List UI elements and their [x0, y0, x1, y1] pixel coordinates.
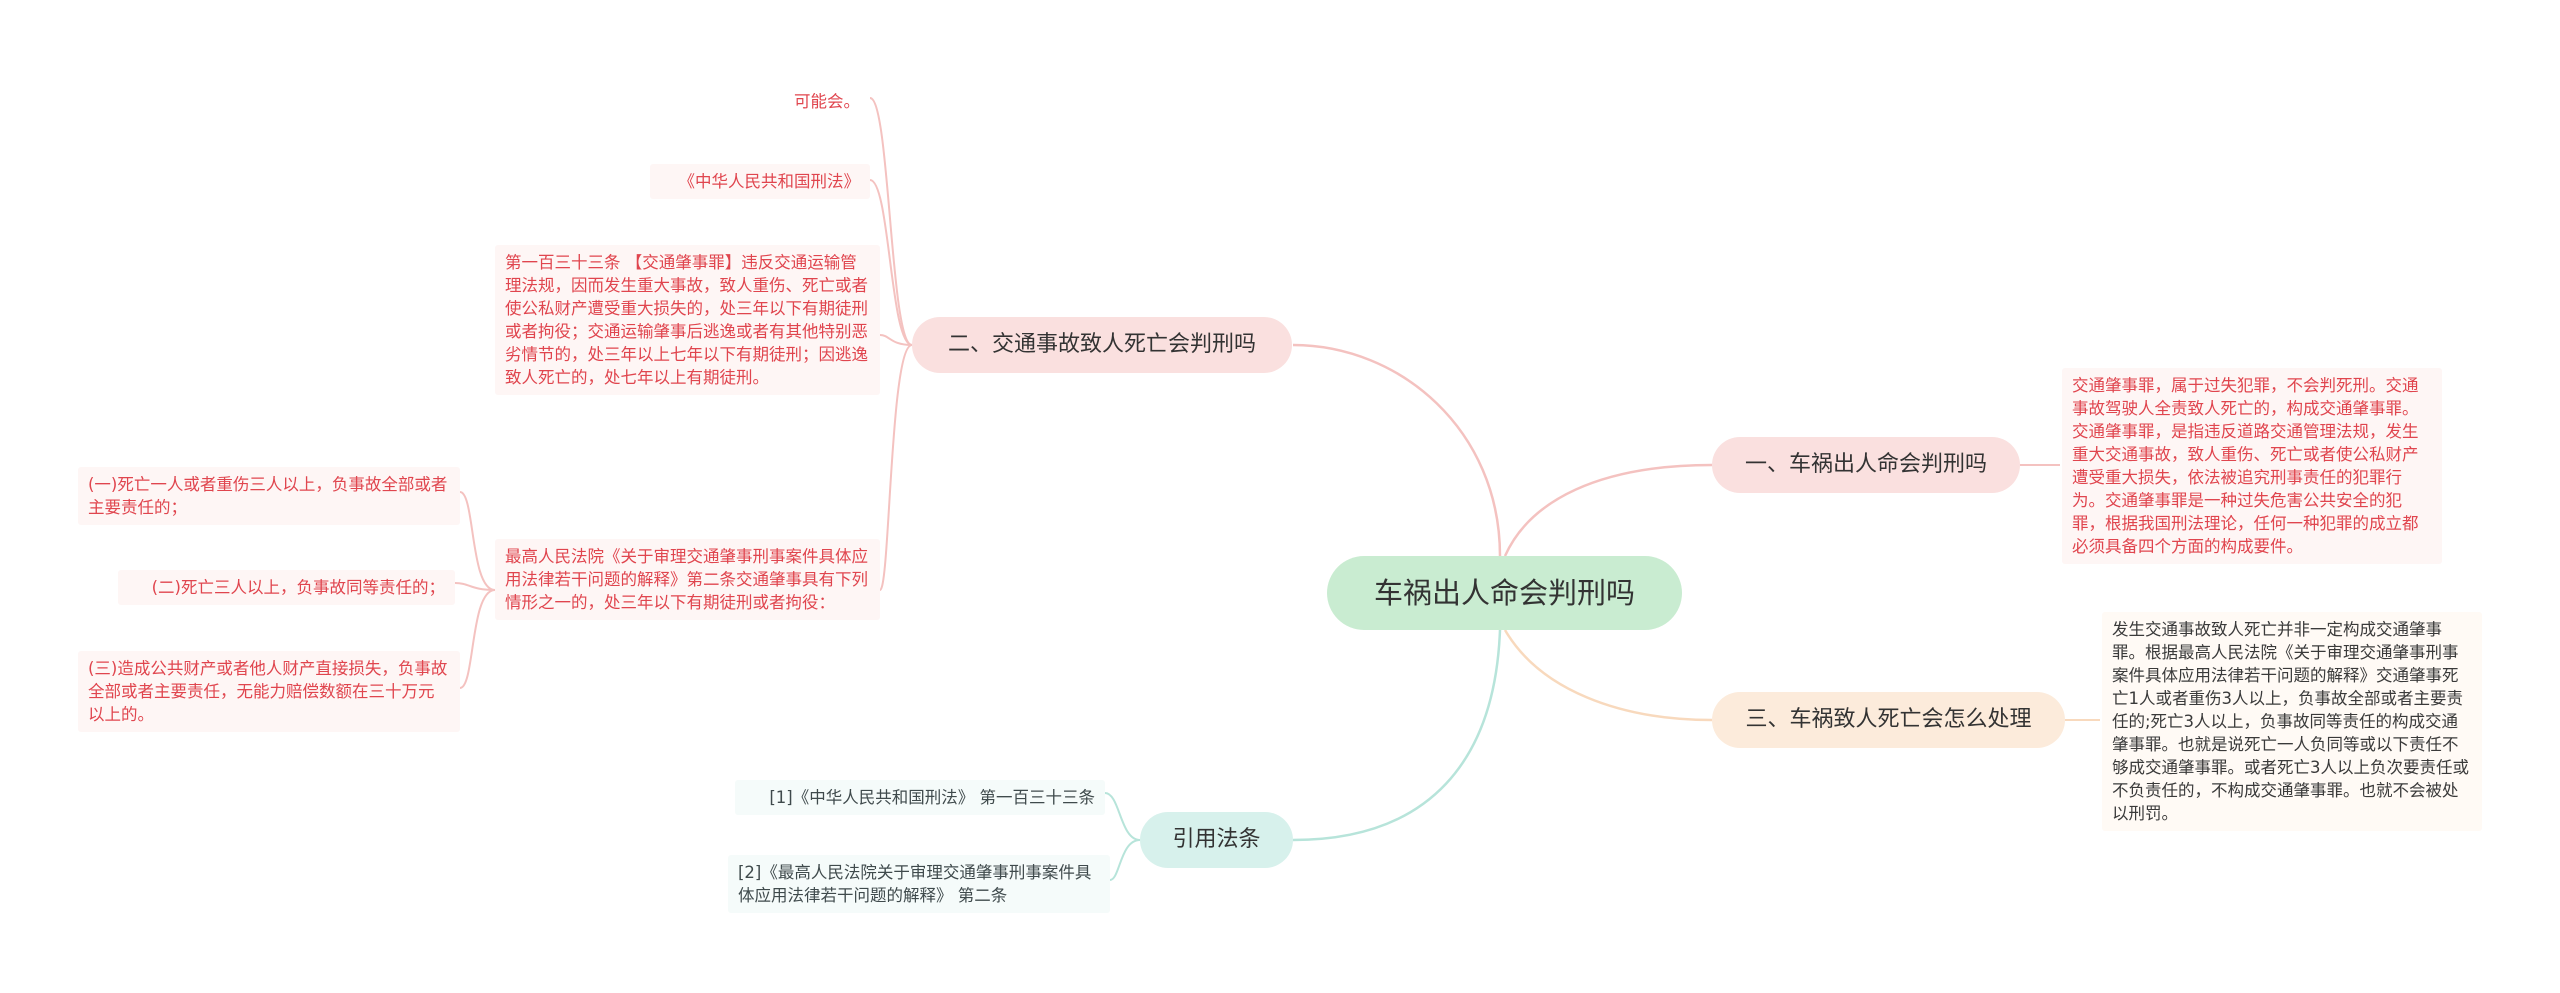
branch-node-b1[interactable]: 一、车祸出人命会判刑吗: [1712, 437, 2020, 493]
link-root-b3: [1503, 629, 1713, 722]
link-b4-leaf1: [1104, 792, 1141, 841]
leaf-b4-1: [1]《中华人民共和国刑法》 第一百三十三条: [735, 780, 1105, 815]
link-sub2: [454, 582, 496, 591]
link-sub3: [459, 589, 496, 689]
leaf-sub-2: (二)死亡三人以上，负事故同等责任的；: [118, 570, 455, 605]
leaf-b2-2: 《中华人民共和国刑法》: [650, 164, 870, 199]
branch-node-b4[interactable]: 引用法条: [1140, 812, 1293, 868]
branch-node-b3[interactable]: 三、车祸致人死亡会怎么处理: [1712, 692, 2065, 748]
link-root-b4: [1292, 629, 1502, 842]
link-root-b1: [1503, 463, 1713, 557]
link-sub1: [459, 491, 496, 591]
link-b2-leaf4: [879, 344, 913, 591]
branch-node-b2[interactable]: 二、交通事故致人死亡会判刑吗: [912, 317, 1292, 373]
leaf-b2-1: 可能会。: [794, 92, 860, 111]
leaf-b2-3: 第一百三十三条 【交通肇事罪】违反交通运输管理法规，因而发生重大事故，致人重伤、…: [495, 245, 880, 395]
leaf-sub-1: (一)死亡一人或者重伤三人以上，负事故全部或者主要责任的；: [78, 467, 460, 525]
leaf-b2-4: 最高人民法院《关于审理交通肇事刑事案件具体应用法律若干问题的解释》第二条交通肇事…: [495, 539, 880, 620]
link-b4-leaf2: [1109, 839, 1141, 881]
link-b2-leaf3: [879, 334, 913, 346]
leaf-b4-2: [2]《最高人民法院关于审理交通肇事刑事案件具体应用法律若干问题的解释》 第二条: [728, 855, 1110, 913]
link-b2-leaf2: [869, 179, 913, 346]
link-root-b2: [1292, 343, 1502, 557]
link-b2-leaf1: [869, 97, 913, 346]
leaf-b1-1: 交通肇事罪，属于过失犯罪，不会判死刑。交通事故驾驶人全责致人死亡的，构成交通肇事…: [2062, 368, 2442, 564]
root-node[interactable]: 车祸出人命会判刑吗: [1327, 556, 1682, 630]
leaf-sub-3: (三)造成公共财产或者他人财产直接损失，负事故全部或者主要责任，无能力赔偿数额在…: [78, 651, 460, 732]
leaf-b3-1: 发生交通事故致人死亡并非一定构成交通肇事罪。根据最高人民法院《关于审理交通肇事刑…: [2102, 612, 2482, 831]
